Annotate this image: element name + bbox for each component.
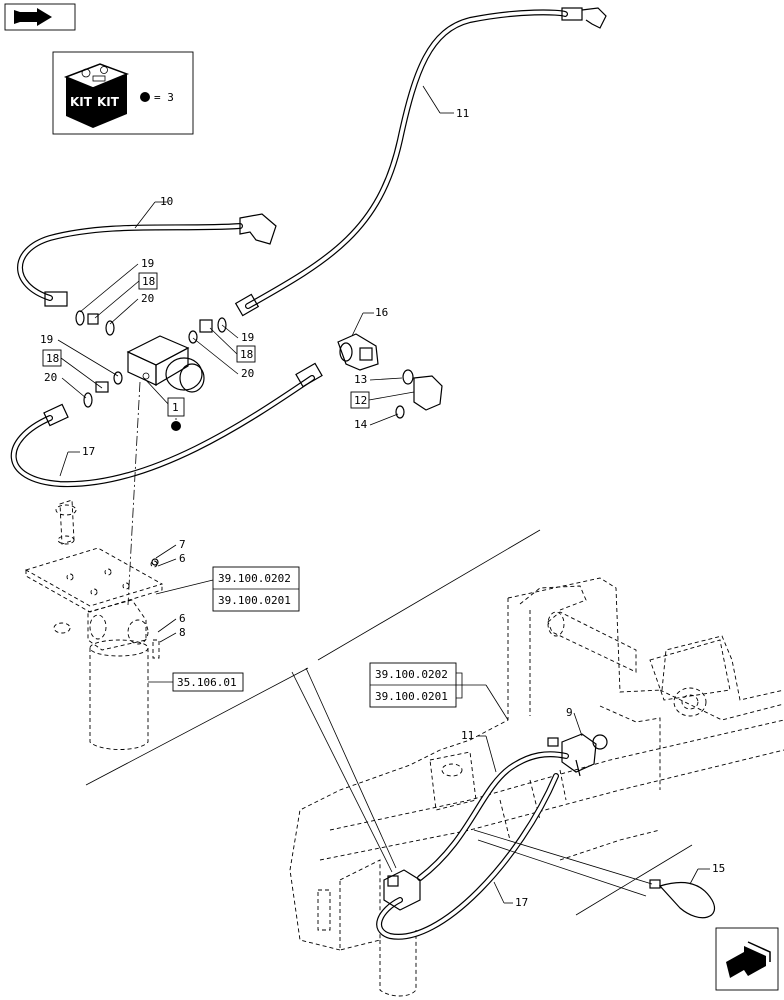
callout-13[interactable]: 13 [354,373,367,386]
valve-part-1 [126,335,205,393]
callout-12[interactable]: 12 [354,394,367,407]
callout-19[interactable]: 19 [40,333,53,346]
ref-code: 39.100.0201 [218,594,291,607]
callout-11[interactable]: 11 [461,729,474,742]
kit-box-icon: KIT KIT [63,63,130,128]
tether-part-15 [649,879,715,919]
callout-7[interactable]: 7 [179,538,186,551]
elbow-fitting-12 [395,369,443,419]
filter-assembly [24,499,164,750]
centerline [127,381,141,606]
kit-dot-icon [171,421,181,431]
detail-line [291,671,393,873]
kit-label-right: KIT [97,95,120,109]
hose-lower [376,751,569,940]
detail-line [473,829,653,885]
view-divider [85,667,309,786]
callout-1[interactable]: 1 [172,401,179,414]
kit-label-left: KIT [70,95,93,109]
valve-installed [383,869,421,911]
callout-11[interactable]: 11 [456,107,469,120]
next-page-arrow-icon[interactable] [715,927,779,991]
callout-20[interactable]: 20 [44,371,57,384]
quick-coupler-9 [547,733,608,777]
callout-labels: 11 10 19 18 20 19 18 20 19 18 20 1 16 [40,85,725,909]
fitting-group-upper [75,310,227,408]
detail-line [305,667,397,869]
ref-code: 39.100.0201 [375,690,448,703]
callout-20[interactable]: 20 [241,367,254,380]
callout-10[interactable]: 10 [160,195,173,208]
reference-box-upper[interactable]: 39.100.0202 39.100.0201 [155,566,300,612]
kit-quantity: = 3 [154,91,174,104]
ref-code: 39.100.0202 [375,668,448,681]
hose-11-upper [234,7,607,317]
hose-17-upper [10,362,323,488]
callout-19[interactable]: 19 [241,331,254,344]
callout-6[interactable]: 6 [179,612,186,625]
callout-20[interactable]: 20 [141,292,154,305]
callout-6[interactable]: 6 [179,552,186,565]
callout-18[interactable]: 18 [142,275,155,288]
reference-box-35106[interactable]: 35.106.01 [148,672,244,692]
callout-17[interactable]: 17 [515,896,528,909]
detail-line [477,839,647,897]
callout-16[interactable]: 16 [375,306,388,319]
view-divider [575,844,693,916]
tee-fitting-16 [337,333,379,371]
ref-code: 39.100.0202 [218,572,291,585]
view-divider [317,529,541,661]
ref-code: 35.106.01 [177,676,237,689]
callout-15[interactable]: 15 [712,862,725,875]
book-arrow-icon[interactable] [4,3,76,31]
vehicle-frame-view [289,577,784,997]
kit-legend: KIT KIT = 3 [52,51,194,135]
hose-10 [17,213,277,307]
reference-box-lower[interactable]: 39.100.0202 39.100.0201 [369,662,509,721]
callout-8[interactable]: 8 [179,626,186,639]
callout-19[interactable]: 19 [141,257,154,270]
callout-18[interactable]: 18 [46,352,59,365]
callout-14[interactable]: 14 [354,418,368,431]
callout-18[interactable]: 18 [240,348,253,361]
kit-dot-icon [140,92,150,102]
callout-17[interactable]: 17 [82,445,95,458]
callout-9[interactable]: 9 [566,706,573,719]
